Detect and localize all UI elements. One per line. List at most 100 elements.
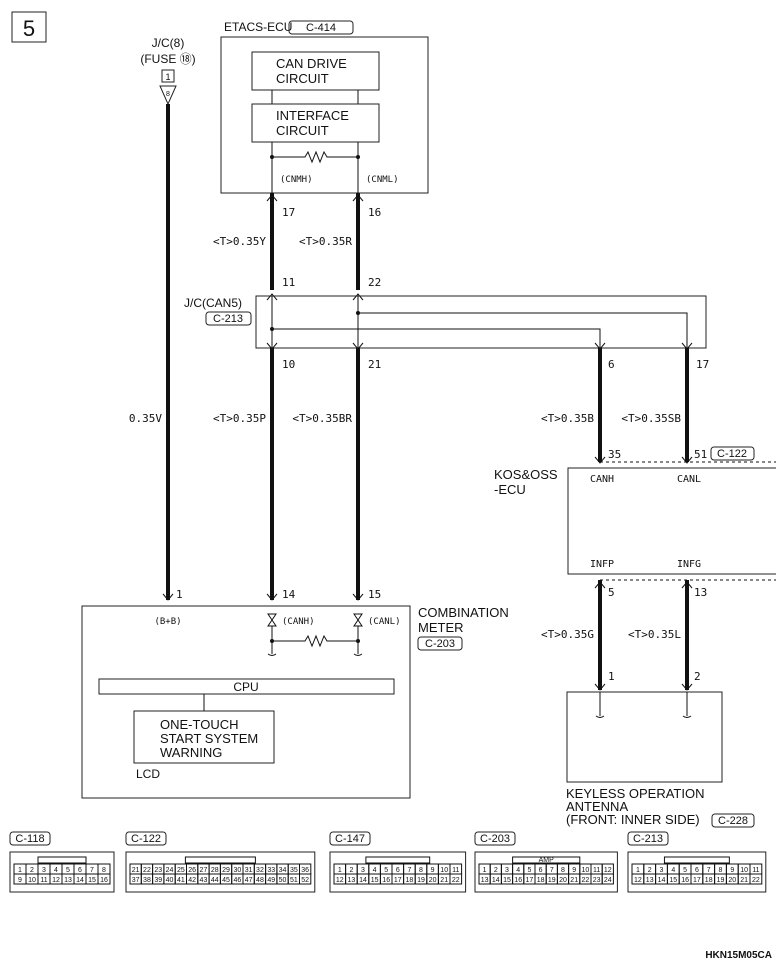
c118-pin-number: 6 bbox=[78, 867, 82, 874]
warning-line3: WARNING bbox=[160, 745, 222, 760]
c122-pin-number: 46 bbox=[233, 877, 241, 884]
c122-pin-number: 48 bbox=[256, 877, 264, 884]
fuse-triangle bbox=[159, 85, 177, 106]
c213-body bbox=[627, 851, 767, 893]
antenna-connector: C-228 bbox=[718, 815, 748, 827]
c213-pin-number: 22 bbox=[752, 877, 760, 884]
footer-code: HKN15M05CA bbox=[705, 950, 772, 961]
c213-pin-number: 13 bbox=[646, 877, 654, 884]
c203-body bbox=[474, 851, 618, 893]
c122-pin-number: 38 bbox=[143, 877, 151, 884]
c203-pin-number: 19 bbox=[548, 877, 556, 884]
etacs-sig-l: (CNML) bbox=[366, 175, 399, 185]
c213-pin-number: 17 bbox=[693, 877, 701, 884]
jc-pin-in-h: 11 bbox=[282, 276, 295, 289]
c203-pin-number: 2 bbox=[494, 867, 498, 874]
kos-ecu-box bbox=[567, 467, 776, 575]
c203-pin-number: 13 bbox=[481, 877, 489, 884]
c203-pin-number: 20 bbox=[559, 877, 567, 884]
c213-latch bbox=[663, 856, 730, 864]
c213-pin-number: 7 bbox=[707, 867, 711, 874]
jc-can5-box bbox=[255, 295, 707, 349]
c213-pin-number: 14 bbox=[658, 877, 666, 884]
c213-pin-number: 2 bbox=[648, 867, 652, 874]
jc-pin-out-1: 10 bbox=[282, 358, 295, 371]
antenna-label-3: (FRONT: INNER SIDE) bbox=[566, 812, 700, 827]
c122-pin-number: 50 bbox=[279, 877, 287, 884]
cpu-label: CPU bbox=[233, 680, 258, 694]
c118-pin-number: 13 bbox=[64, 877, 72, 884]
c213-pin-number: 5 bbox=[683, 867, 687, 874]
page-number-box bbox=[11, 11, 47, 43]
meter-connector-box bbox=[417, 636, 463, 651]
c147-pin-number: 14 bbox=[359, 877, 367, 884]
c122-pin-number: 41 bbox=[177, 877, 185, 884]
etacs-title: ETACS-ECU bbox=[224, 20, 292, 34]
warning-line1: ONE-TOUCH bbox=[160, 717, 238, 732]
c203-pin-number: 14 bbox=[492, 877, 500, 884]
c147-pin-number: 1 bbox=[338, 867, 342, 874]
antenna-connector-box bbox=[711, 813, 755, 828]
c147-latch bbox=[365, 856, 431, 864]
c213-pin-number: 21 bbox=[740, 877, 748, 884]
kos-canh: CANH bbox=[590, 474, 614, 485]
c213-pin-cell bbox=[749, 873, 763, 885]
c213-label: C-213 bbox=[633, 833, 663, 845]
wire-label-9: <T>0.35L bbox=[628, 628, 681, 641]
can-drive-line2: CIRCUIT bbox=[276, 71, 329, 86]
c147-pin-number: 2 bbox=[349, 867, 353, 874]
c122-pin-number: 25 bbox=[177, 867, 185, 874]
c203-pin-number: 12 bbox=[604, 867, 612, 874]
c118-pin-number: 10 bbox=[28, 877, 36, 884]
c122-pin-number: 32 bbox=[256, 867, 264, 874]
fuse-jc-label: J/C(8) bbox=[152, 36, 185, 50]
c203-pin-number: 22 bbox=[582, 877, 590, 884]
c213-pin-number: 10 bbox=[740, 867, 748, 874]
c118-pin-number: 11 bbox=[40, 877, 47, 884]
c203-label-box bbox=[474, 831, 516, 846]
kos-infp: INFP bbox=[590, 559, 614, 570]
c147-pin-number: 17 bbox=[394, 877, 402, 884]
c213-pin-number: 18 bbox=[705, 877, 713, 884]
c122-pin-number: 40 bbox=[166, 877, 174, 884]
c122-pin-number: 37 bbox=[132, 877, 140, 884]
antenna-label-2: ANTENNA bbox=[566, 799, 628, 814]
c122-pin-number: 21 bbox=[132, 867, 140, 874]
jc-connector: C-213 bbox=[213, 313, 243, 325]
fuse-terminal: 1 bbox=[165, 72, 170, 82]
c118-pin-number: 14 bbox=[76, 877, 84, 884]
jc-connector-box bbox=[205, 311, 252, 326]
c147-pin-number: 4 bbox=[373, 867, 377, 874]
meter-pin-bb: 1 bbox=[176, 588, 183, 601]
wire-label-7: <T>0.35SB bbox=[621, 412, 681, 425]
c147-pin-number: 15 bbox=[371, 877, 379, 884]
c122-pin-number: 22 bbox=[143, 867, 151, 874]
c203-pin-cell bbox=[601, 873, 614, 885]
c213-pin-number: 15 bbox=[669, 877, 677, 884]
kos-connector: C-122 bbox=[717, 448, 747, 460]
c147-pin-number: 11 bbox=[452, 867, 459, 874]
wire-label-4: <T>0.35P bbox=[213, 412, 266, 425]
c122-pin-number: 36 bbox=[301, 867, 309, 874]
wire-label-2: <T>0.35R bbox=[299, 235, 352, 248]
c118-pin-number: 3 bbox=[42, 867, 46, 874]
page-number: 5 bbox=[23, 16, 35, 41]
c147-pin-number: 18 bbox=[406, 877, 414, 884]
c203-pin-number: 11 bbox=[593, 867, 600, 874]
c213-label-box bbox=[627, 831, 669, 846]
c122-pin-number: 33 bbox=[267, 867, 275, 874]
c118-pin-number: 9 bbox=[18, 877, 22, 884]
c118-pin-number: 1 bbox=[18, 867, 22, 874]
c147-label: C-147 bbox=[335, 833, 365, 845]
c213-pin-number: 12 bbox=[634, 877, 642, 884]
can-drive-line1: CAN DRIVE bbox=[276, 56, 347, 71]
c203-pin-number: 15 bbox=[503, 877, 511, 884]
c203-pin-number: 23 bbox=[593, 877, 601, 884]
c122-pin-number: 34 bbox=[279, 867, 287, 874]
c118-pin-number: 16 bbox=[100, 877, 108, 884]
kos-pin-g: 13 bbox=[694, 586, 707, 599]
c203-pin-number: 18 bbox=[537, 877, 545, 884]
antenna-label-1: KEYLESS OPERATION bbox=[566, 786, 704, 801]
jc-pin-in-l: 22 bbox=[368, 276, 381, 289]
